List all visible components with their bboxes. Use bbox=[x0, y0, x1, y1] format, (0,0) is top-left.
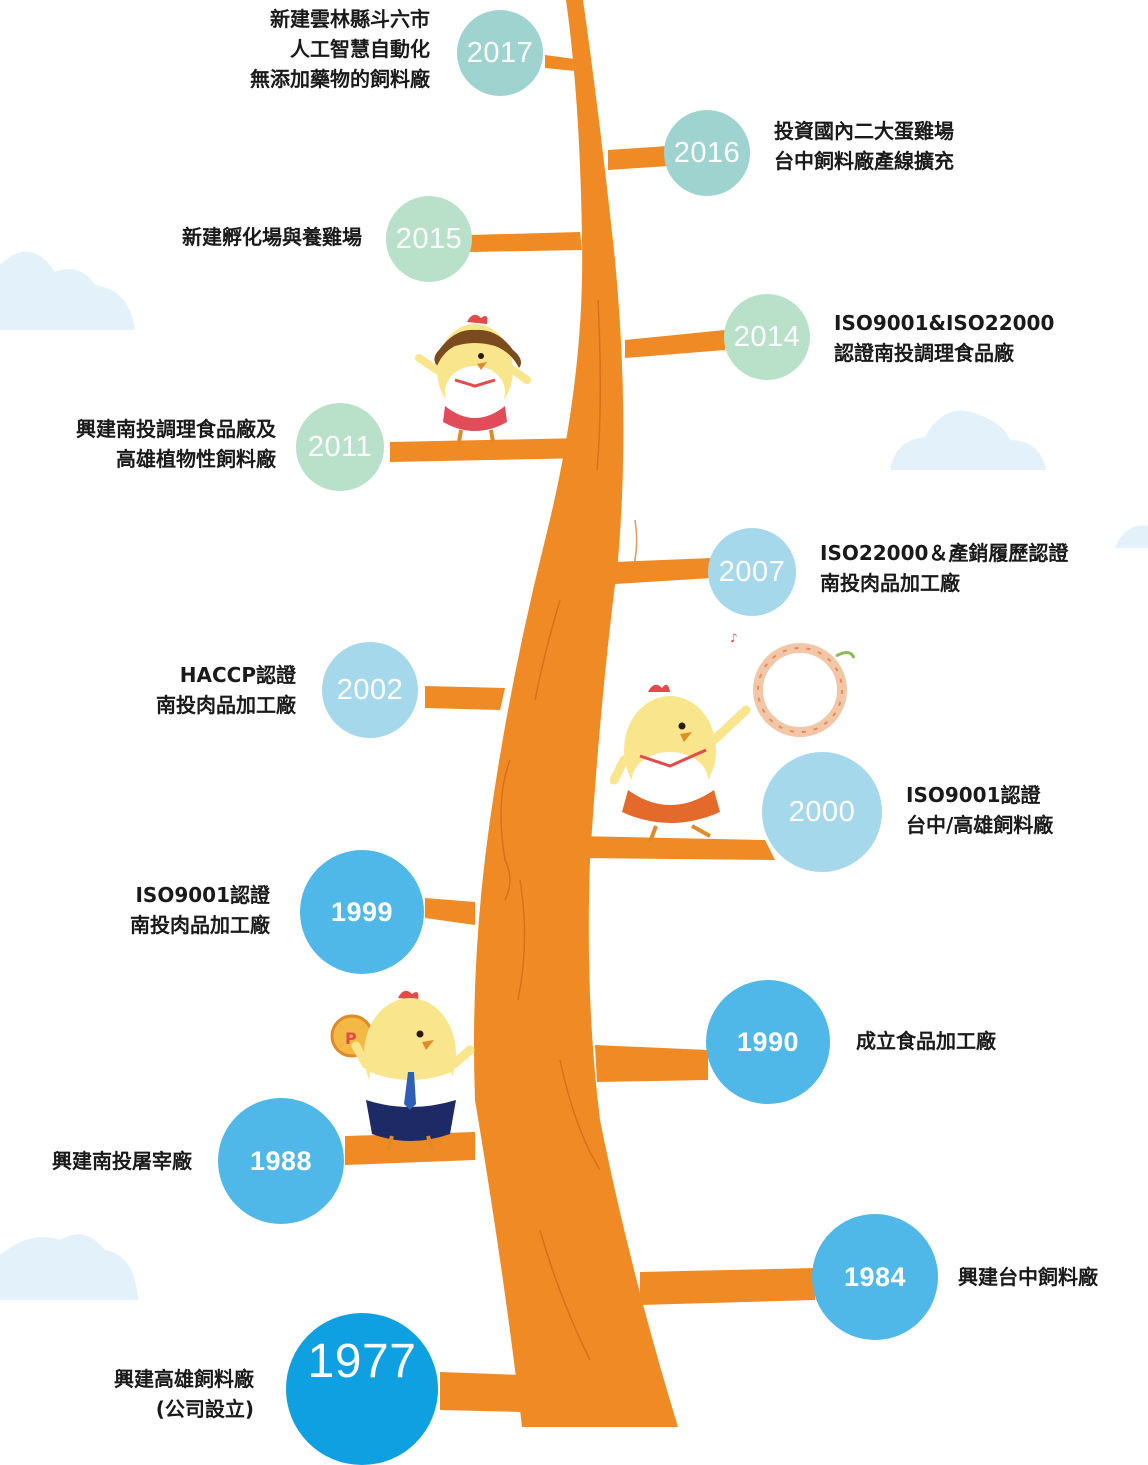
year-badge-2011[interactable]: 2011 bbox=[296, 403, 384, 491]
svg-text:♪: ♪ bbox=[730, 631, 738, 645]
event-text-1999: ISO9001認證 南投肉品加工廠 bbox=[130, 883, 270, 937]
event-text-1977: 興建高雄飼料廠 (公司設立) bbox=[114, 1367, 254, 1421]
year-badge-1990[interactable]: 1990 bbox=[706, 980, 830, 1104]
timeline-tree bbox=[0, 0, 1148, 1427]
year-badge-1999[interactable]: 1999 bbox=[300, 850, 424, 974]
year-badge-2016[interactable]: 2016 bbox=[664, 110, 750, 196]
chick-girl-mascot bbox=[415, 314, 531, 443]
cloud-icon bbox=[1115, 525, 1148, 548]
year-badge-1988[interactable]: 1988 bbox=[218, 1098, 344, 1224]
cloud-icon bbox=[0, 251, 135, 330]
event-text-2007: ISO22000＆產銷履歷認證 南投肉品加工廠 bbox=[820, 541, 1069, 595]
chick-businessman-mascot: P bbox=[330, 990, 475, 1151]
event-text-1984: 興建台中飼料廠 bbox=[958, 1265, 1098, 1289]
event-text-2002: HACCP認證 南投肉品加工廠 bbox=[156, 663, 296, 717]
year-badge-1977[interactable]: 1977 bbox=[286, 1313, 438, 1465]
event-text-2014: ISO9001&ISO22000 認證南投調理食品廠 bbox=[834, 311, 1055, 365]
tree-trunk bbox=[474, 0, 678, 1427]
event-text-2000: ISO9001認證 台中/高雄飼料廠 bbox=[906, 783, 1054, 837]
event-text-2015: 新建孵化場與養雞場 bbox=[182, 225, 362, 249]
year-badge-2007[interactable]: 2007 bbox=[708, 528, 796, 616]
year-badge-2000[interactable]: 2000 bbox=[762, 752, 882, 872]
cloud-icon bbox=[0, 1234, 138, 1300]
event-text-1990: 成立食品加工廠 bbox=[856, 1029, 996, 1053]
year-badge-1984[interactable]: 1984 bbox=[812, 1214, 938, 1340]
year-badge-2002[interactable]: 2002 bbox=[322, 642, 418, 738]
cloud-icon bbox=[890, 410, 1046, 470]
year-badge-2015[interactable]: 2015 bbox=[386, 196, 472, 282]
event-text-2011: 興建南投調理食品廠及 高雄植物性飼料廠 bbox=[76, 417, 276, 471]
year-badge-2017[interactable]: 2017 bbox=[457, 10, 543, 96]
chick-dancer-mascot: ♪ bbox=[610, 631, 856, 843]
event-text-2017: 新建雲林縣斗六市 人工智慧自動化 無添加藥物的飼料廠 bbox=[250, 7, 430, 91]
year-badge-2014[interactable]: 2014 bbox=[724, 294, 810, 380]
event-text-1988: 興建南投屠宰廠 bbox=[52, 1149, 192, 1173]
event-text-2016: 投資國內二大蛋雞場 台中飼料廠產線擴充 bbox=[774, 119, 954, 173]
